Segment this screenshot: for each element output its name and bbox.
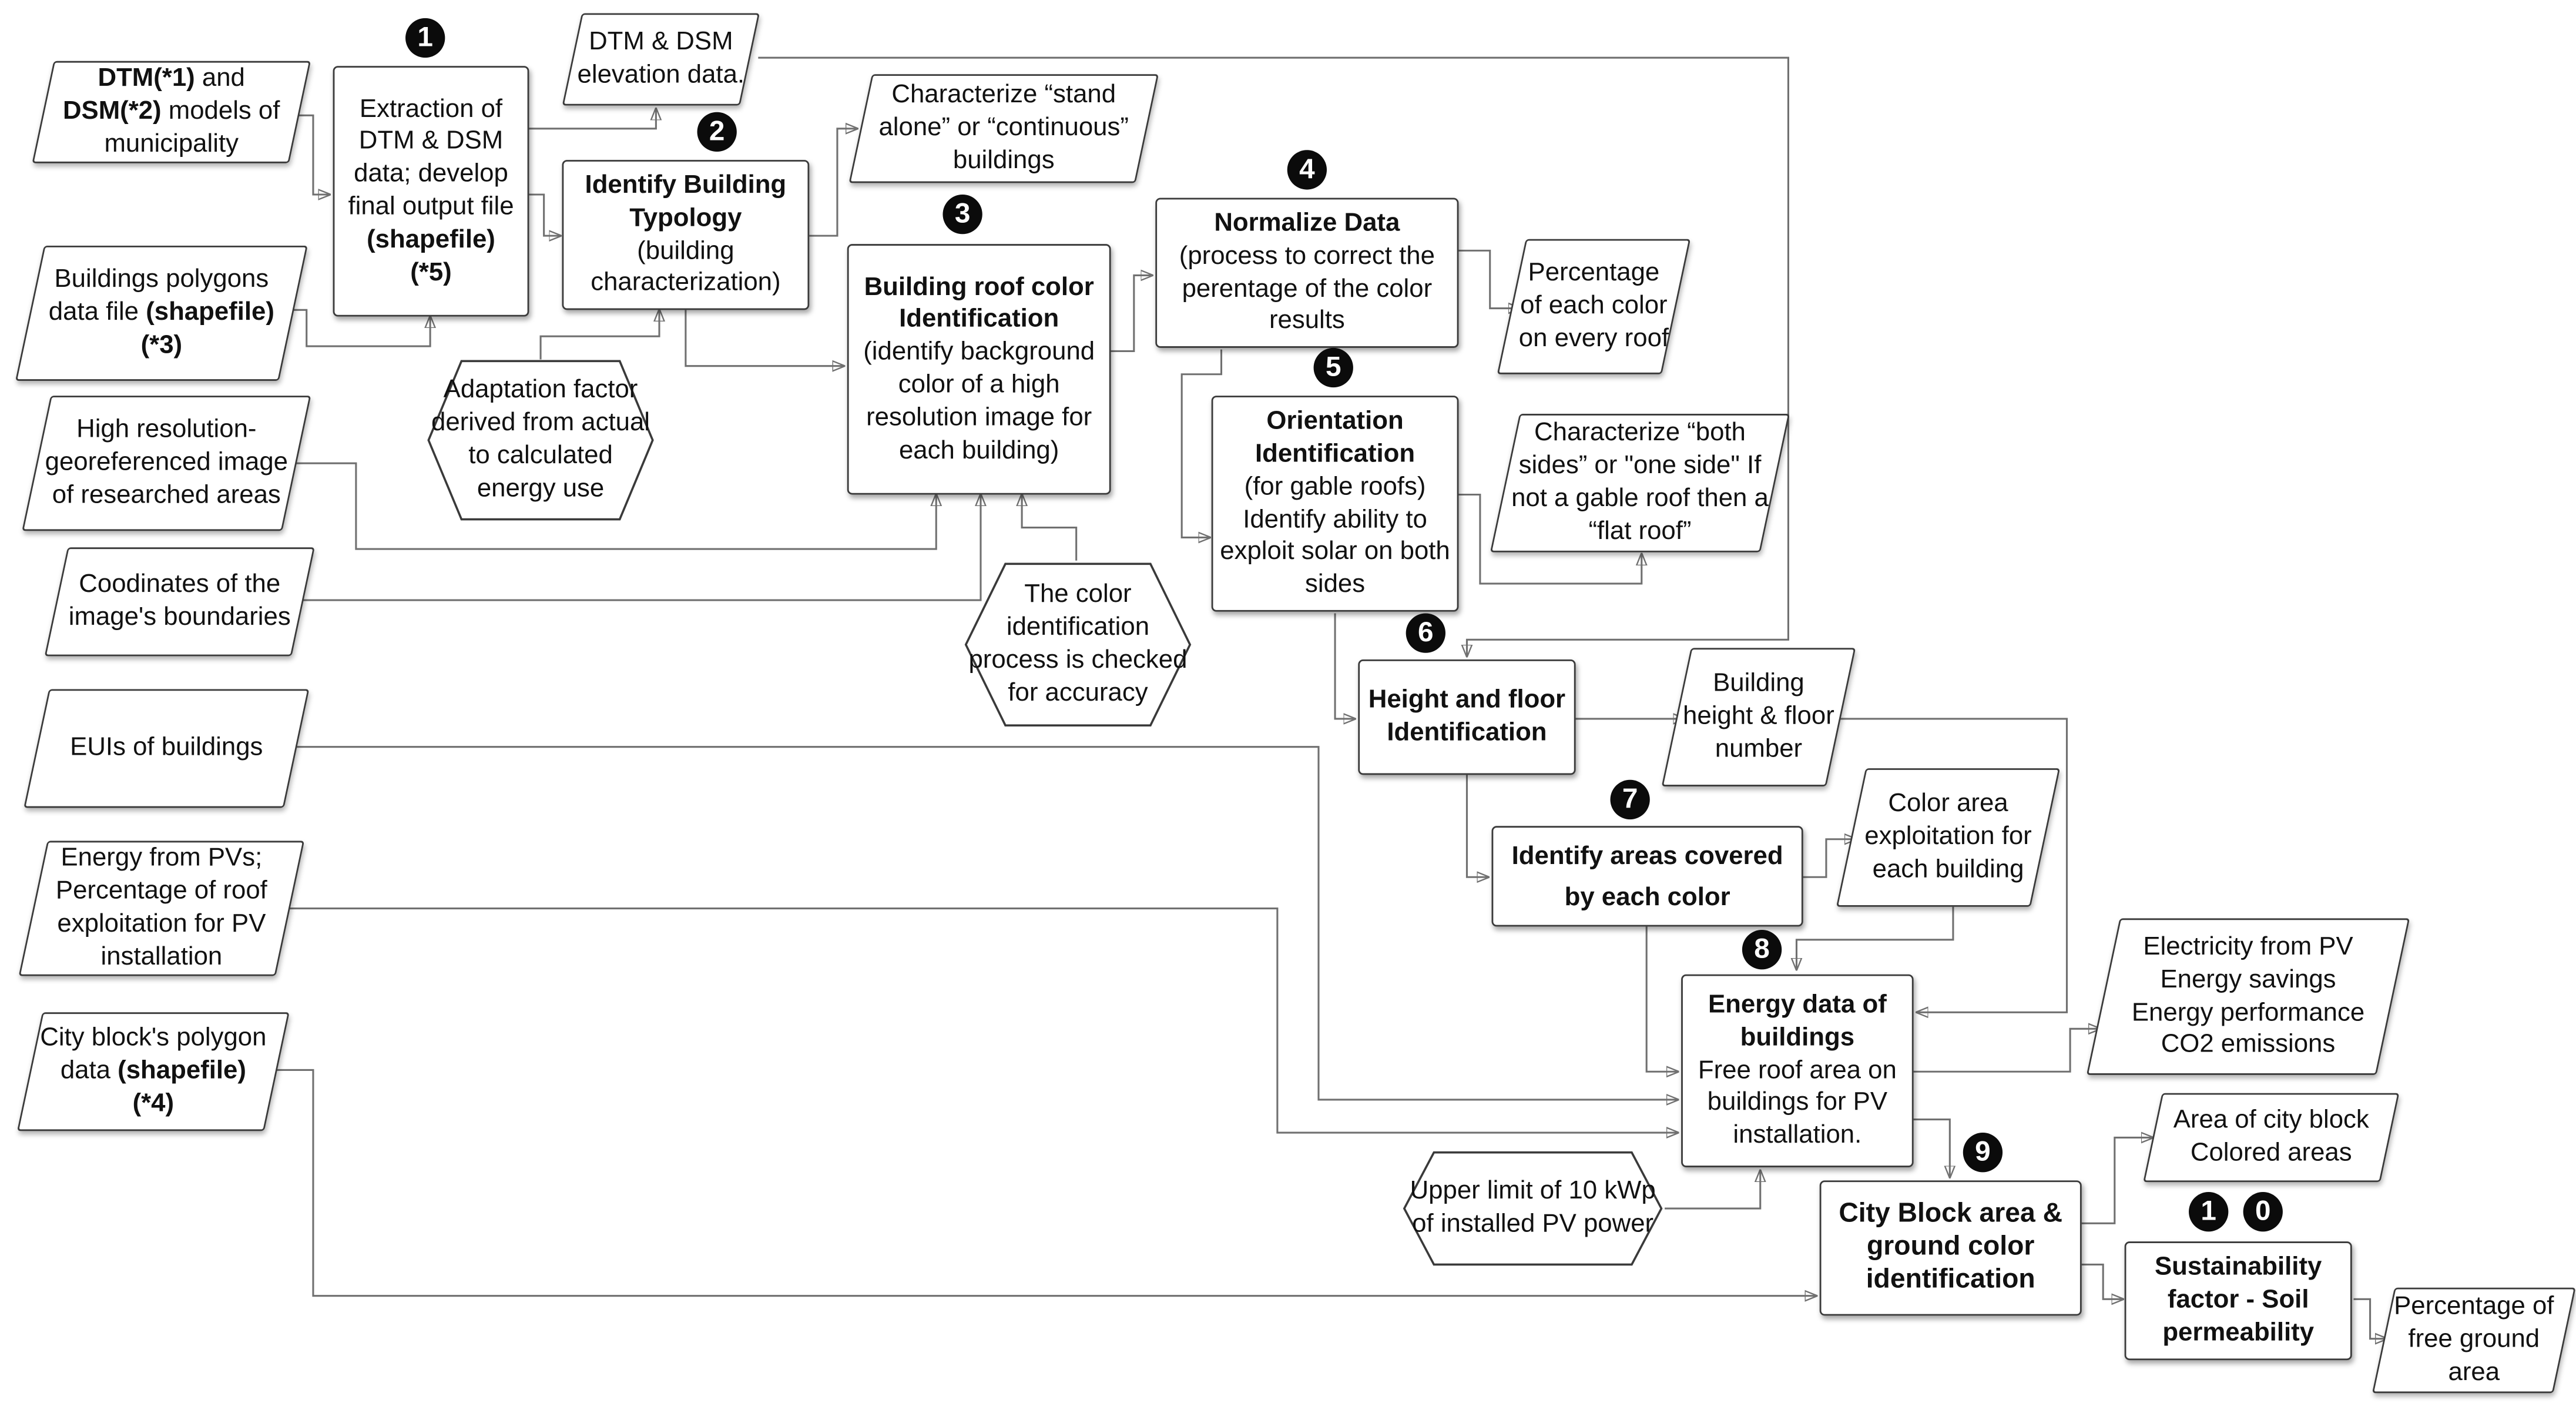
- city-block-area-box: City Block area & ground color identific…: [1819, 1180, 2082, 1316]
- step-7-badge: 7: [1610, 779, 1650, 820]
- step-10-badge-digit-0: 0: [2243, 1192, 2283, 1232]
- area-city-block-output: Area of city block Colored areas: [2152, 1093, 2390, 1182]
- step-9-badge: 9: [1963, 1133, 2003, 1173]
- high-resolution-image-input: High resolution-georeferenced image of r…: [36, 396, 297, 531]
- step-5-badge: 5: [1313, 347, 1353, 388]
- energy-data-buildings-box: Energy data of buildings Free roof area …: [1681, 974, 1914, 1167]
- color-area-output: Color area exploitation for each buildin…: [1851, 768, 2045, 907]
- step-6-badge: 6: [1406, 613, 1445, 653]
- percentage-color-output: Percentage of each color on every roof: [1511, 239, 1676, 374]
- step-8-badge: 8: [1742, 930, 1782, 970]
- adaptation-factor-hexagon: Adaptation factor derived from actual to…: [425, 358, 656, 523]
- electricity-output: Electricity from PV Energy savings Energ…: [2103, 918, 2393, 1074]
- building-height-output: Building height & floor number: [1676, 648, 1842, 786]
- identify-building-typology-box: Identify Building Typology (building cha…: [562, 160, 810, 310]
- upper-limit-hexagon: Upper limit of 10 kWp of installed PV po…: [1401, 1149, 1665, 1268]
- step-3-badge: 3: [942, 194, 982, 235]
- height-floor-identification-box: Height and floor Identification: [1358, 659, 1576, 775]
- extraction-box: Extraction of DTM & DSM data; develop fi…: [333, 66, 529, 317]
- percentage-free-ground-output: Percentage of free ground area: [2383, 1288, 2565, 1394]
- euis-input: EUIs of buildings: [36, 689, 297, 808]
- orientation-identification-box: Orientation Identification (for gable ro…: [1211, 396, 1459, 612]
- image-boundaries-coordinates-input: Coodinates of the image's boundaries: [56, 547, 303, 656]
- color-check-hexagon: The color identification process is chec…: [962, 561, 1193, 729]
- roof-color-identification-box: Building roof color Identification (iden…: [847, 244, 1111, 495]
- energy-from-pvs-input: Energy from PVs; Percentage of roof expl…: [33, 841, 290, 976]
- stand-alone-output: Characterize “stand alone” or “continuou…: [860, 74, 1147, 183]
- sustainability-factor-box: Sustainability factor - Soil permeabilit…: [2124, 1241, 2352, 1361]
- city-block-polygon-input: City block's polygon data (shapefile) (*…: [29, 1012, 277, 1131]
- step-1-badge: 1: [405, 18, 445, 58]
- identify-areas-box: Identify areas covered by each color: [1491, 826, 1803, 927]
- step-10-badge-digit-1: 1: [2189, 1192, 2229, 1232]
- buildings-polygons-input: Buildings polygons data file (shapefile)…: [29, 246, 293, 381]
- normalize-data-box: Normalize Data (process to correct the p…: [1155, 197, 1459, 348]
- dtm-dsm-elevation-output: DTM & DSM elevation data.: [572, 13, 750, 105]
- arrows: [260, 56, 2386, 1338]
- dtm-dsm-models-input: DTM(*1) and DSM(*2) models of municipali…: [43, 61, 300, 163]
- step-4-badge: 4: [1287, 150, 1327, 190]
- both-sides-output: Characterize “both sides” or "one side" …: [1505, 414, 1775, 553]
- step-2-badge: 2: [697, 112, 737, 152]
